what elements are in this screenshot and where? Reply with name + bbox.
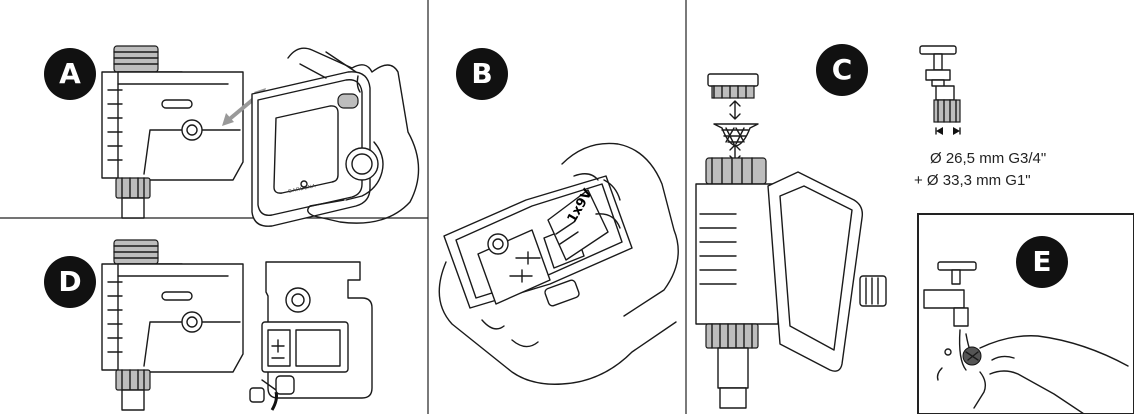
thread-spec-primary: Ø 26,5 mm G3/4" (930, 150, 1047, 167)
panel-d-backplate (249, 261, 373, 411)
panel-c-tap (919, 45, 961, 135)
panel-d-badge: D (44, 256, 96, 308)
panel-a-badge: A (44, 48, 96, 100)
panel-b-hands (438, 142, 679, 385)
panel-a-controller-housing (101, 45, 244, 219)
panel-b-battery: 1x9V (547, 187, 609, 261)
panel-c-badge: C (816, 44, 868, 96)
panel-d-controller-housing (101, 239, 244, 411)
panel-b-controller-open (443, 175, 633, 309)
panel-a-hand (287, 47, 420, 224)
panel-a-control-unit (251, 71, 379, 227)
panel-c-controller-housing (695, 157, 887, 409)
panel-e-badge: E (1016, 236, 1068, 288)
panel-e-tap-and-hand (923, 261, 1129, 414)
panel-b-badge: B (456, 48, 508, 100)
thread-spec-secondary: + Ø 33,3 mm G1" (914, 172, 1031, 189)
panel-c-adapter-parts (707, 73, 759, 162)
